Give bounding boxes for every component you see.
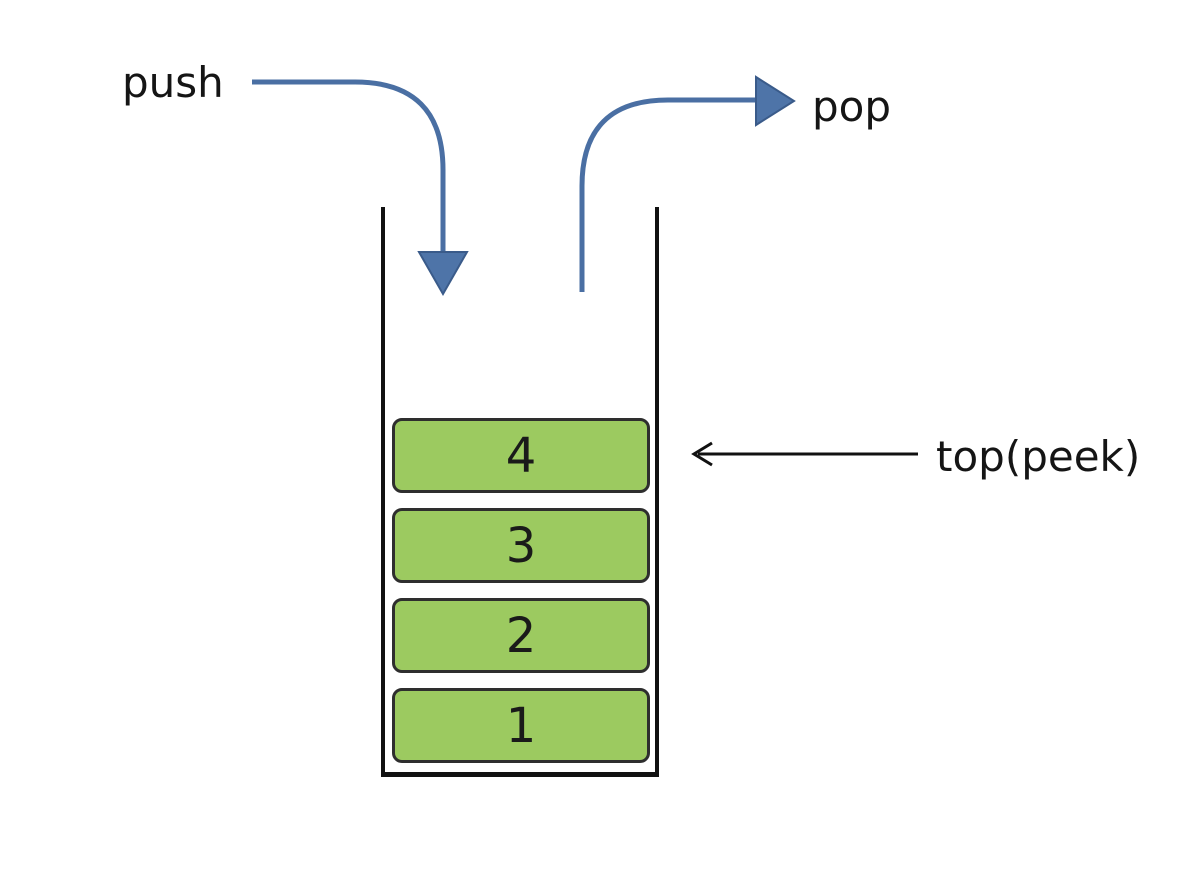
push-arrowhead-icon — [417, 251, 469, 297]
stack-item: 2 — [392, 598, 650, 673]
pop-arrow-line — [579, 97, 756, 292]
push-arrow — [252, 79, 469, 297]
push-arrow-line — [252, 79, 446, 252]
push-label: push — [122, 58, 224, 107]
stack-item: 4 — [392, 418, 650, 493]
pop-arrowhead-icon — [755, 75, 796, 127]
pop-label: pop — [812, 82, 892, 131]
top-peek-arrowhead-icon — [691, 441, 713, 467]
stack-item: 1 — [392, 688, 650, 763]
stack-item: 3 — [392, 508, 650, 583]
pop-arrow — [579, 75, 796, 292]
stack-container — [381, 207, 659, 777]
top-peek-arrow — [691, 441, 918, 467]
top-peek-label: top(peek) — [936, 432, 1141, 481]
